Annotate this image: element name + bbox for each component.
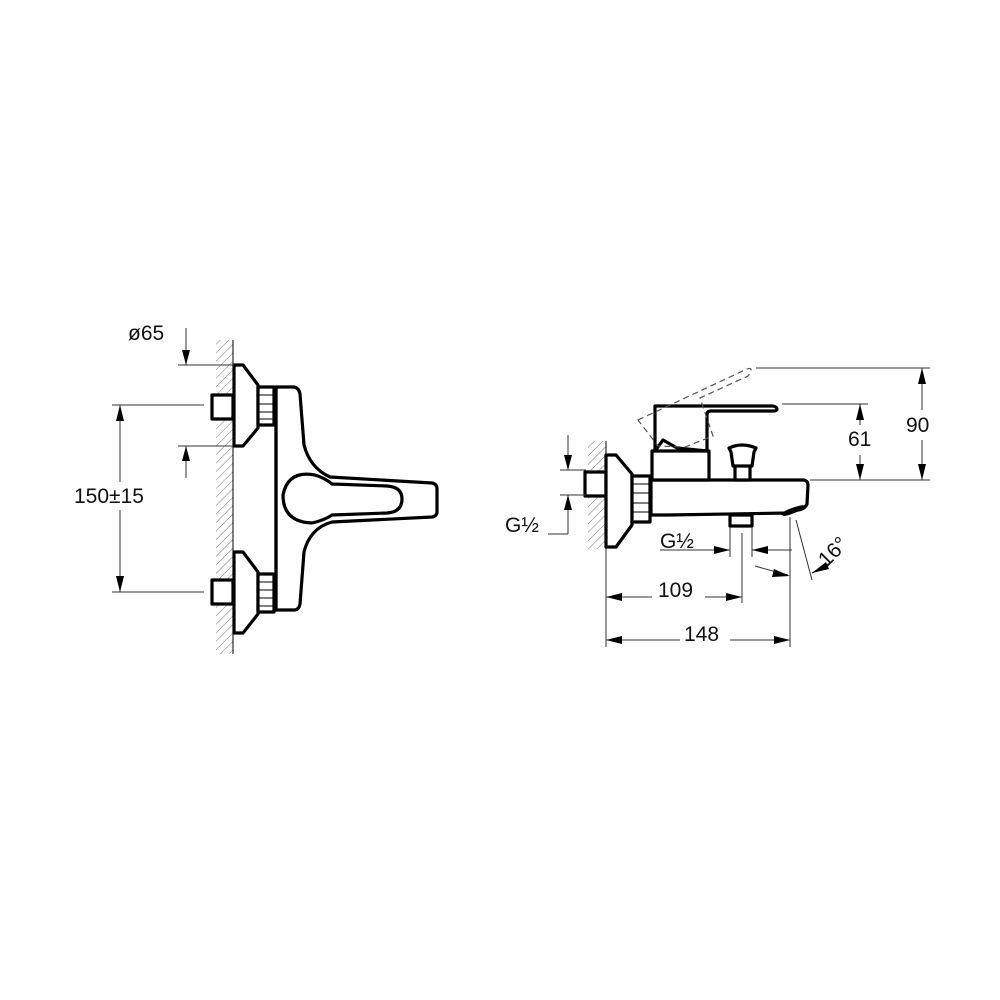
front-view [210,340,439,654]
inlet-thread-label: G½ [505,514,539,537]
total-depth-label: 148 [684,623,719,646]
side-connector-flange [604,453,634,549]
top-eccentric-connector [210,363,276,448]
lever-open-position [637,367,752,448]
spout-body [649,478,810,517]
max-height-label: 90 [906,414,929,437]
bottom-eccentric-connector [210,550,276,635]
diverter-knob [727,443,758,482]
diameter-label: ø65 [128,322,164,345]
side-connector-nut [630,474,652,524]
spacing-label: 150±15 [74,485,144,508]
wall-hatch-front [216,340,233,654]
cartridge-housing [650,449,711,482]
lever-handle-front [281,472,404,525]
outlet-thread-label: G½ [660,530,694,553]
spout-tip [780,505,804,516]
front-dimensions: ø65 150±15 [74,322,234,593]
angle-label: 16° [814,533,853,572]
outlet-distance-label: 109 [658,579,693,602]
side-dimensions: G½ G½ 16° 109 148 [505,367,930,647]
bottom-outlet [728,513,754,528]
lever-handle-side [653,404,779,453]
side-view [583,367,810,549]
lever-height-label: 61 [848,428,871,451]
